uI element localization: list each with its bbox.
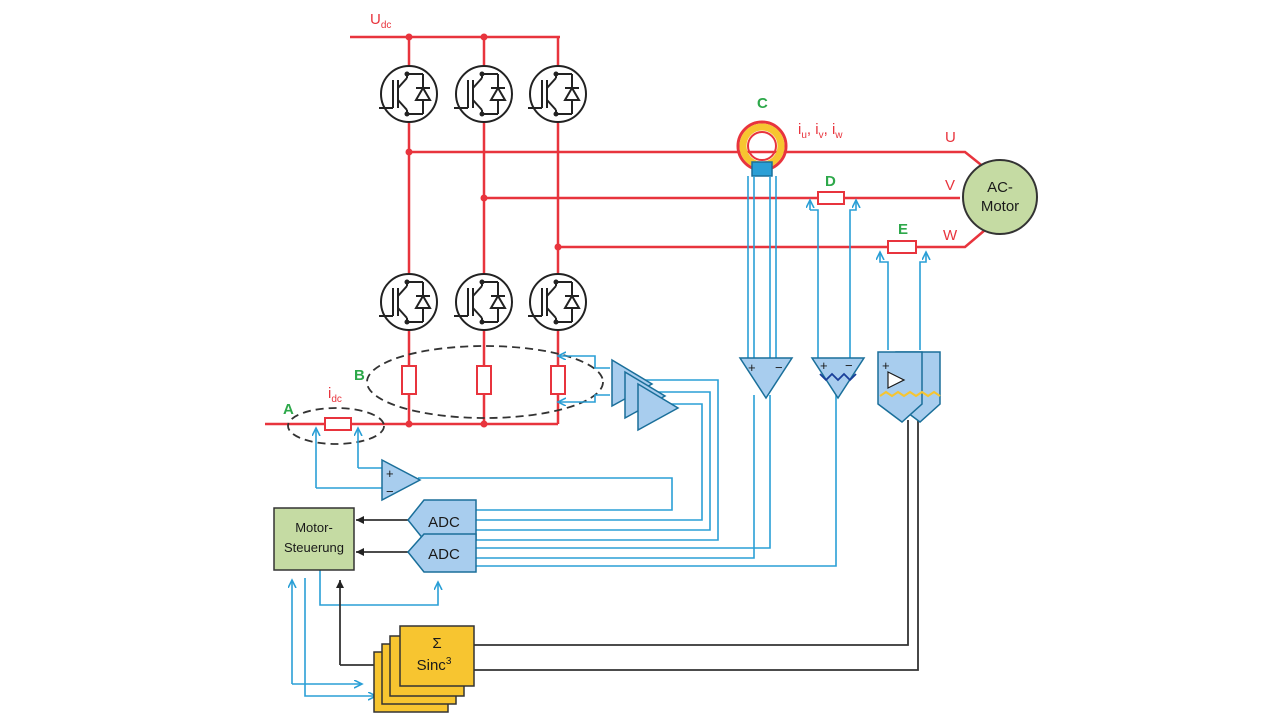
- opamp-a-plus: +: [386, 466, 394, 481]
- sinc-label: Sinc3: [417, 656, 452, 674]
- shunt-resistor-icon: [324, 191, 917, 431]
- igbt-low-v: [453, 273, 513, 331]
- controller-line2: Steuerung: [284, 540, 344, 555]
- igbt-low-u: [378, 273, 438, 331]
- opamp-d-minus: −: [845, 358, 853, 373]
- ring-sensor-icon: [736, 120, 788, 177]
- opamp-icon: [611, 358, 680, 432]
- adc-block-1: ADC: [407, 499, 477, 541]
- opamp-a: + −: [381, 458, 422, 502]
- motor-label-line2: Motor: [981, 198, 1019, 215]
- measurement-area-a: [287, 407, 385, 445]
- opamp-a-minus: −: [386, 484, 394, 499]
- phase-label-w: W: [943, 227, 958, 244]
- phase-label-v: V: [945, 177, 955, 194]
- point-label-c: C: [757, 95, 768, 112]
- opamp-e-plus: +: [882, 358, 890, 373]
- ac-motor-icon: AC- Motor: [962, 159, 1038, 235]
- udc-label: Udc: [370, 11, 391, 31]
- opamp-c: + −: [738, 357, 794, 400]
- motor-controller-block: Motor- Steuerung: [273, 507, 355, 571]
- signal-wiring: [292, 176, 926, 696]
- igbt-high-v: [453, 65, 513, 123]
- phase-currents-label: iu, iv, iw: [798, 121, 843, 141]
- igbt-high-u: [378, 65, 438, 123]
- point-label-d: D: [825, 173, 836, 190]
- sinc-filter-block: [373, 625, 475, 713]
- opamp-d-plus: +: [820, 358, 828, 373]
- phase-label-u: U: [945, 129, 956, 146]
- sinc-sigma: Σ: [432, 635, 441, 652]
- adc-label-2: ADC: [428, 546, 460, 563]
- adc-label-1: ADC: [428, 514, 460, 531]
- igbt-low-w: [527, 273, 587, 331]
- idc-label: idc: [328, 385, 342, 405]
- igbt-high-w: [527, 65, 587, 123]
- measurement-area-b: [366, 345, 604, 419]
- power-wiring: [265, 35, 986, 426]
- opamp-d: + −: [810, 357, 866, 400]
- point-label-b: B: [354, 367, 365, 384]
- point-label-e: E: [898, 221, 908, 238]
- motor-label-line1: AC-: [987, 179, 1013, 196]
- junction-dots: [405, 33, 562, 428]
- control-wiring: [336, 420, 919, 671]
- opamp-c-plus: +: [748, 360, 756, 375]
- controller-line1: Motor-: [295, 520, 333, 535]
- isolated-amp-icon: +: [877, 351, 941, 423]
- adc-block-2: ADC: [407, 533, 477, 573]
- opamp-c-minus: −: [775, 360, 783, 375]
- point-label-a: A: [283, 401, 294, 418]
